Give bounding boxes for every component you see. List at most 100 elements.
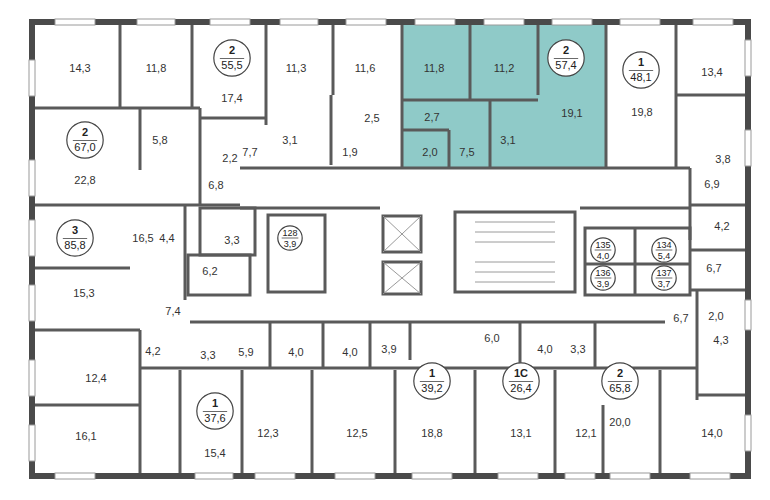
room-area: 11,8 (424, 62, 445, 75)
stair-steps (383, 216, 555, 294)
room-area: 2,2 (222, 152, 237, 165)
apartment-badge: 139,2 (413, 362, 451, 400)
area-value: 55,5 (221, 59, 242, 72)
area-value: 67,0 (74, 141, 95, 154)
room-area: 11,6 (355, 62, 376, 75)
area-value: 4,0 (597, 251, 610, 261)
room-area: 4,0 (288, 346, 303, 359)
room-area: 16,1 (75, 430, 96, 443)
room-area: 11,3 (286, 62, 307, 75)
room-area: 14,0 (701, 427, 722, 440)
room-area: 3,3 (570, 343, 585, 356)
apartment-badge: 1С 26,4 (502, 362, 540, 400)
room-area: 3,3 (224, 234, 239, 247)
storage-number: 128 (282, 228, 297, 238)
room-count: 1 (638, 56, 644, 69)
room-area: 6,2 (202, 265, 217, 278)
room-area: 18,8 (421, 427, 442, 440)
room-area: 19,8 (631, 106, 652, 119)
room-area: 6,7 (706, 262, 721, 275)
area-value: 5,4 (658, 251, 671, 261)
room-area: 17,4 (221, 92, 242, 105)
room-area: 2,0 (422, 146, 437, 159)
storage-number: 135 (595, 240, 610, 250)
room-area: 12,1 (575, 427, 596, 440)
room-area: 11,2 (494, 62, 515, 75)
storage-badge: 1354,0 (590, 237, 616, 263)
room-area: 6,9 (704, 178, 719, 191)
area-value: 3,7 (658, 279, 671, 289)
room-area: 6,7 (673, 312, 688, 325)
area-value: 3,9 (597, 279, 610, 289)
apartment-badge: 267,0 (66, 121, 104, 159)
outer-wall (32, 22, 748, 476)
interior-walls (32, 22, 748, 476)
room-area: 5,9 (238, 346, 253, 359)
room-area: 3,9 (381, 343, 396, 356)
room-area: 15,3 (73, 287, 94, 300)
room-area: 2,7 (424, 111, 439, 124)
room-area: 12,5 (346, 427, 367, 440)
apartment-badge: 257,4 (547, 39, 585, 77)
storage-badge: 1283,9 (277, 225, 303, 251)
area-value: 85,8 (64, 239, 85, 252)
room-count: 2 (82, 126, 88, 139)
room-count: 2 (229, 44, 235, 57)
room-area: 4,0 (342, 346, 357, 359)
area-value: 3,9 (284, 239, 297, 249)
storage-number: 134 (656, 240, 671, 250)
room-area: 13,4 (701, 66, 722, 79)
apartment-badge: 385,8 (56, 219, 94, 257)
storage-badge: 1363,9 (590, 265, 616, 291)
room-area: 20,0 (609, 416, 630, 429)
room-area: 19,1 (561, 107, 582, 120)
room-count: 1С (514, 367, 528, 380)
room-count: 3 (72, 224, 78, 237)
room-area: 3,1 (500, 134, 515, 147)
room-count: 1 (429, 367, 435, 380)
room-area: 14,3 (69, 62, 90, 75)
area-value: 65,8 (609, 382, 630, 395)
room-area: 11,8 (146, 62, 167, 75)
room-area: 3,8 (715, 153, 730, 166)
room-area: 5,8 (152, 134, 167, 147)
room-area: 12,3 (257, 427, 278, 440)
room-area: 13,1 (510, 427, 531, 440)
room-area: 22,8 (74, 174, 95, 187)
room-count: 2 (563, 44, 569, 57)
storage-badge: 1373,7 (651, 265, 677, 291)
room-area: 6,0 (484, 332, 499, 345)
room-area: 16,5 (132, 232, 153, 245)
area-value: 37,6 (204, 412, 225, 425)
room-area: 2,0 (708, 310, 723, 323)
apartment-badge: 137,6 (196, 392, 234, 430)
room-area: 7,7 (242, 146, 257, 159)
windows (29, 19, 751, 479)
room-area: 1,9 (342, 146, 357, 159)
area-value: 26,4 (510, 382, 531, 395)
storage-number: 137 (656, 268, 671, 278)
apartment-badge: 265,8 (601, 362, 639, 400)
area-value: 48,1 (630, 71, 651, 84)
room-area: 4,2 (145, 345, 160, 358)
room-area: 2,5 (364, 112, 379, 125)
room-area: 6,8 (208, 179, 223, 192)
storage-number: 136 (595, 268, 610, 278)
room-area: 3,3 (200, 349, 215, 362)
room-area: 12,4 (85, 372, 106, 385)
room-count: 1 (212, 397, 218, 410)
room-area: 15,4 (204, 447, 225, 460)
room-area: 4,3 (713, 334, 728, 347)
area-value: 57,4 (555, 59, 576, 72)
apartment-badge: 255,5 (213, 39, 251, 77)
room-area: 3,1 (282, 134, 297, 147)
storage-badge: 1345,4 (651, 237, 677, 263)
apartment-badge: 148,1 (622, 51, 660, 89)
room-area: 4,0 (537, 343, 552, 356)
room-area: 4,2 (714, 220, 729, 233)
room-area: 4,4 (159, 232, 174, 245)
room-area: 7,5 (459, 146, 474, 159)
area-value: 39,2 (421, 382, 442, 395)
room-area: 7,4 (165, 305, 180, 318)
